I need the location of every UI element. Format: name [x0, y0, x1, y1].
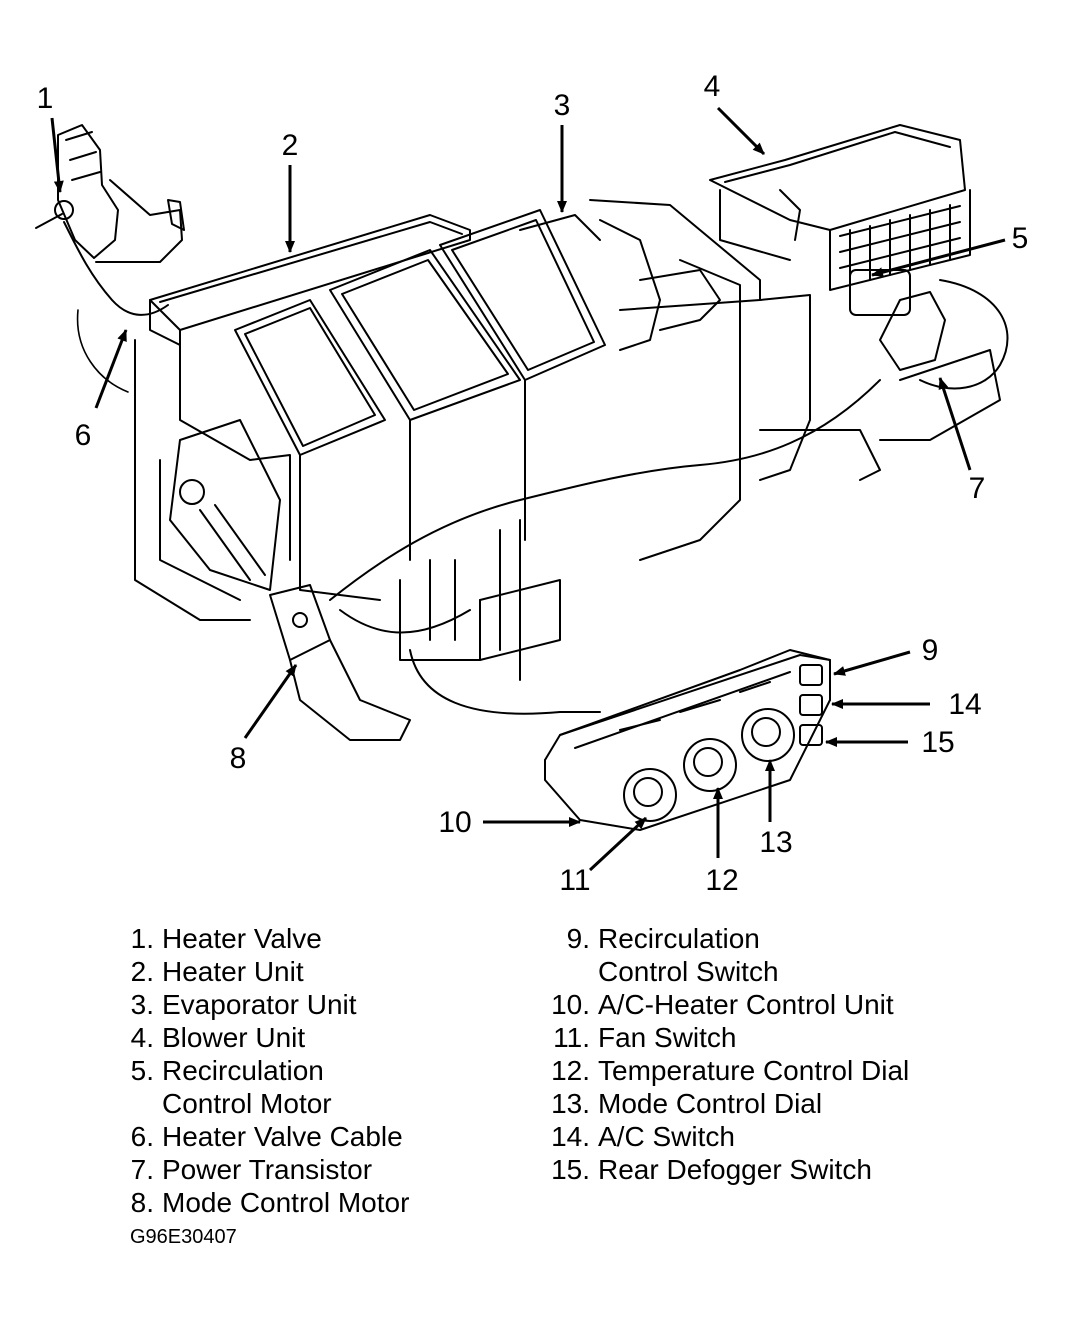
callout-12: 12	[705, 864, 738, 897]
legend-item-label: Blower Unit	[162, 1022, 306, 1053]
legend-item: 5. Recirculation	[120, 1054, 409, 1087]
legend-item-label: Heater Unit	[162, 956, 304, 987]
legend-item-label: Recirculation	[162, 1055, 324, 1086]
mode-control-motor	[269, 584, 411, 741]
callout-arrow-4	[716, 106, 766, 156]
legend-item-label: Mode Control Dial	[598, 1088, 823, 1119]
legend-item-label: Control Switch	[598, 956, 779, 987]
callout-11: 11	[559, 864, 590, 897]
legend-item: Control Motor	[120, 1087, 409, 1120]
legend-item-number: 2.	[130, 956, 154, 987]
legend-item-number: 12.	[551, 1055, 590, 1086]
legend-item-number: 14.	[551, 1121, 590, 1152]
mode-control-knob	[741, 708, 795, 762]
legend-item-label: Mode Control Motor	[162, 1187, 410, 1218]
callout-6: 6	[75, 419, 92, 452]
callout-arrow-7	[938, 377, 972, 471]
callout-arrow-5	[871, 238, 1006, 278]
legend-item: 9. Recirculation	[545, 922, 909, 955]
legend-item-number: 3.	[130, 989, 154, 1020]
legend-item-number: 10.	[551, 989, 590, 1020]
legend-item-number: 1.	[130, 923, 154, 954]
legend-item-number: 6.	[130, 1121, 154, 1152]
legend-item-number: 15.	[551, 1154, 590, 1185]
legend-item-number: 8.	[130, 1187, 154, 1218]
figure-code: G96E30407	[130, 1226, 237, 1248]
callout-4: 4	[704, 70, 721, 103]
legend-item: 14. A/C Switch	[545, 1120, 909, 1153]
callout-1: 1	[37, 82, 54, 115]
callout-15: 15	[921, 726, 954, 759]
callout-8: 8	[230, 742, 247, 775]
legend-item-label: Power Transistor	[162, 1154, 373, 1185]
rear-defogger-button	[799, 724, 823, 746]
callout-9: 9	[922, 634, 939, 667]
heater-valve	[35, 124, 185, 263]
legend-item: 4. Blower Unit	[120, 1021, 409, 1054]
legend-item-number: 13.	[551, 1088, 590, 1119]
legend-item: 8. Mode Control Motor	[120, 1186, 410, 1219]
legend-item-number	[120, 1087, 154, 1120]
fan-switch-knob	[623, 768, 677, 822]
legend-item-label: Fan Switch	[598, 1022, 737, 1053]
legend-item: 1. Heater Valve	[120, 922, 409, 955]
heater-unit	[134, 214, 471, 621]
callout-arrow-11	[588, 816, 648, 872]
callout-arrow-1	[50, 117, 64, 193]
legend-item-label: A/C Switch	[598, 1121, 735, 1152]
legend-item: 11. Fan Switch	[545, 1021, 909, 1054]
legend-item-label: Evaporator Unit	[162, 989, 357, 1020]
callout-10: 10	[438, 806, 471, 839]
callout-7: 7	[969, 472, 986, 505]
legend-item-number: 7.	[130, 1154, 154, 1185]
callout-3: 3	[554, 89, 571, 122]
callout-2: 2	[282, 129, 299, 162]
temperature-control-knob	[683, 738, 737, 792]
power-transistor	[879, 291, 946, 371]
legend-item-number: 11.	[553, 1022, 590, 1053]
legend-item: 7. Power Transistor	[120, 1153, 409, 1186]
legend-item: 13. Mode Control Dial	[545, 1087, 909, 1120]
evaporator-unit	[234, 199, 881, 601]
legend-item: 15. Rear Defogger Switch	[545, 1153, 909, 1186]
ac-heater-control-unit	[544, 649, 831, 831]
legend-item-label: Heater Valve Cable	[162, 1121, 403, 1152]
callout-13: 13	[759, 826, 792, 859]
callout-5: 5	[1012, 222, 1029, 255]
callout-arrow-9	[833, 650, 911, 676]
blower-unit	[709, 124, 1009, 441]
legend-item: 2. Heater Unit	[120, 955, 409, 988]
callout-arrow-6	[94, 329, 128, 409]
legend-item: 6. Heater Valve Cable	[120, 1120, 409, 1153]
recirculation-button	[799, 664, 823, 686]
legend-left: 1. Heater Valve 2. Heater Unit 3. Evaporator …	[120, 922, 410, 1219]
legend-item-label: Control Motor	[162, 1088, 332, 1119]
legend-item-number: 9.	[566, 923, 590, 954]
legend-item-number: 5.	[130, 1055, 154, 1086]
callout-14: 14	[948, 688, 981, 721]
legend-item-label: Heater Valve	[162, 923, 322, 954]
legend-item-label: Temperature Control Dial	[598, 1055, 910, 1086]
ac-button	[799, 694, 823, 716]
legend-item-number	[545, 955, 590, 988]
legend-item: 12. Temperature Control Dial	[545, 1054, 909, 1087]
legend-item-label: Recirculation	[598, 923, 760, 954]
legend-item-number: 4.	[130, 1022, 154, 1053]
callout-arrow-8	[243, 664, 298, 739]
legend-item: 10. A/C-Heater Control Unit	[545, 988, 909, 1021]
legend-item: 3. Evaporator Unit	[120, 988, 409, 1021]
hvac-assembly-diagram: 1 2 3 4 5 6 7 8 9 10 11 12 13 14 15	[35, 70, 1029, 897]
legend-item: Control Switch	[545, 955, 909, 988]
legend-item-label: Rear Defogger Switch	[598, 1154, 872, 1185]
legend-item-label: A/C-Heater Control Unit	[598, 989, 894, 1020]
